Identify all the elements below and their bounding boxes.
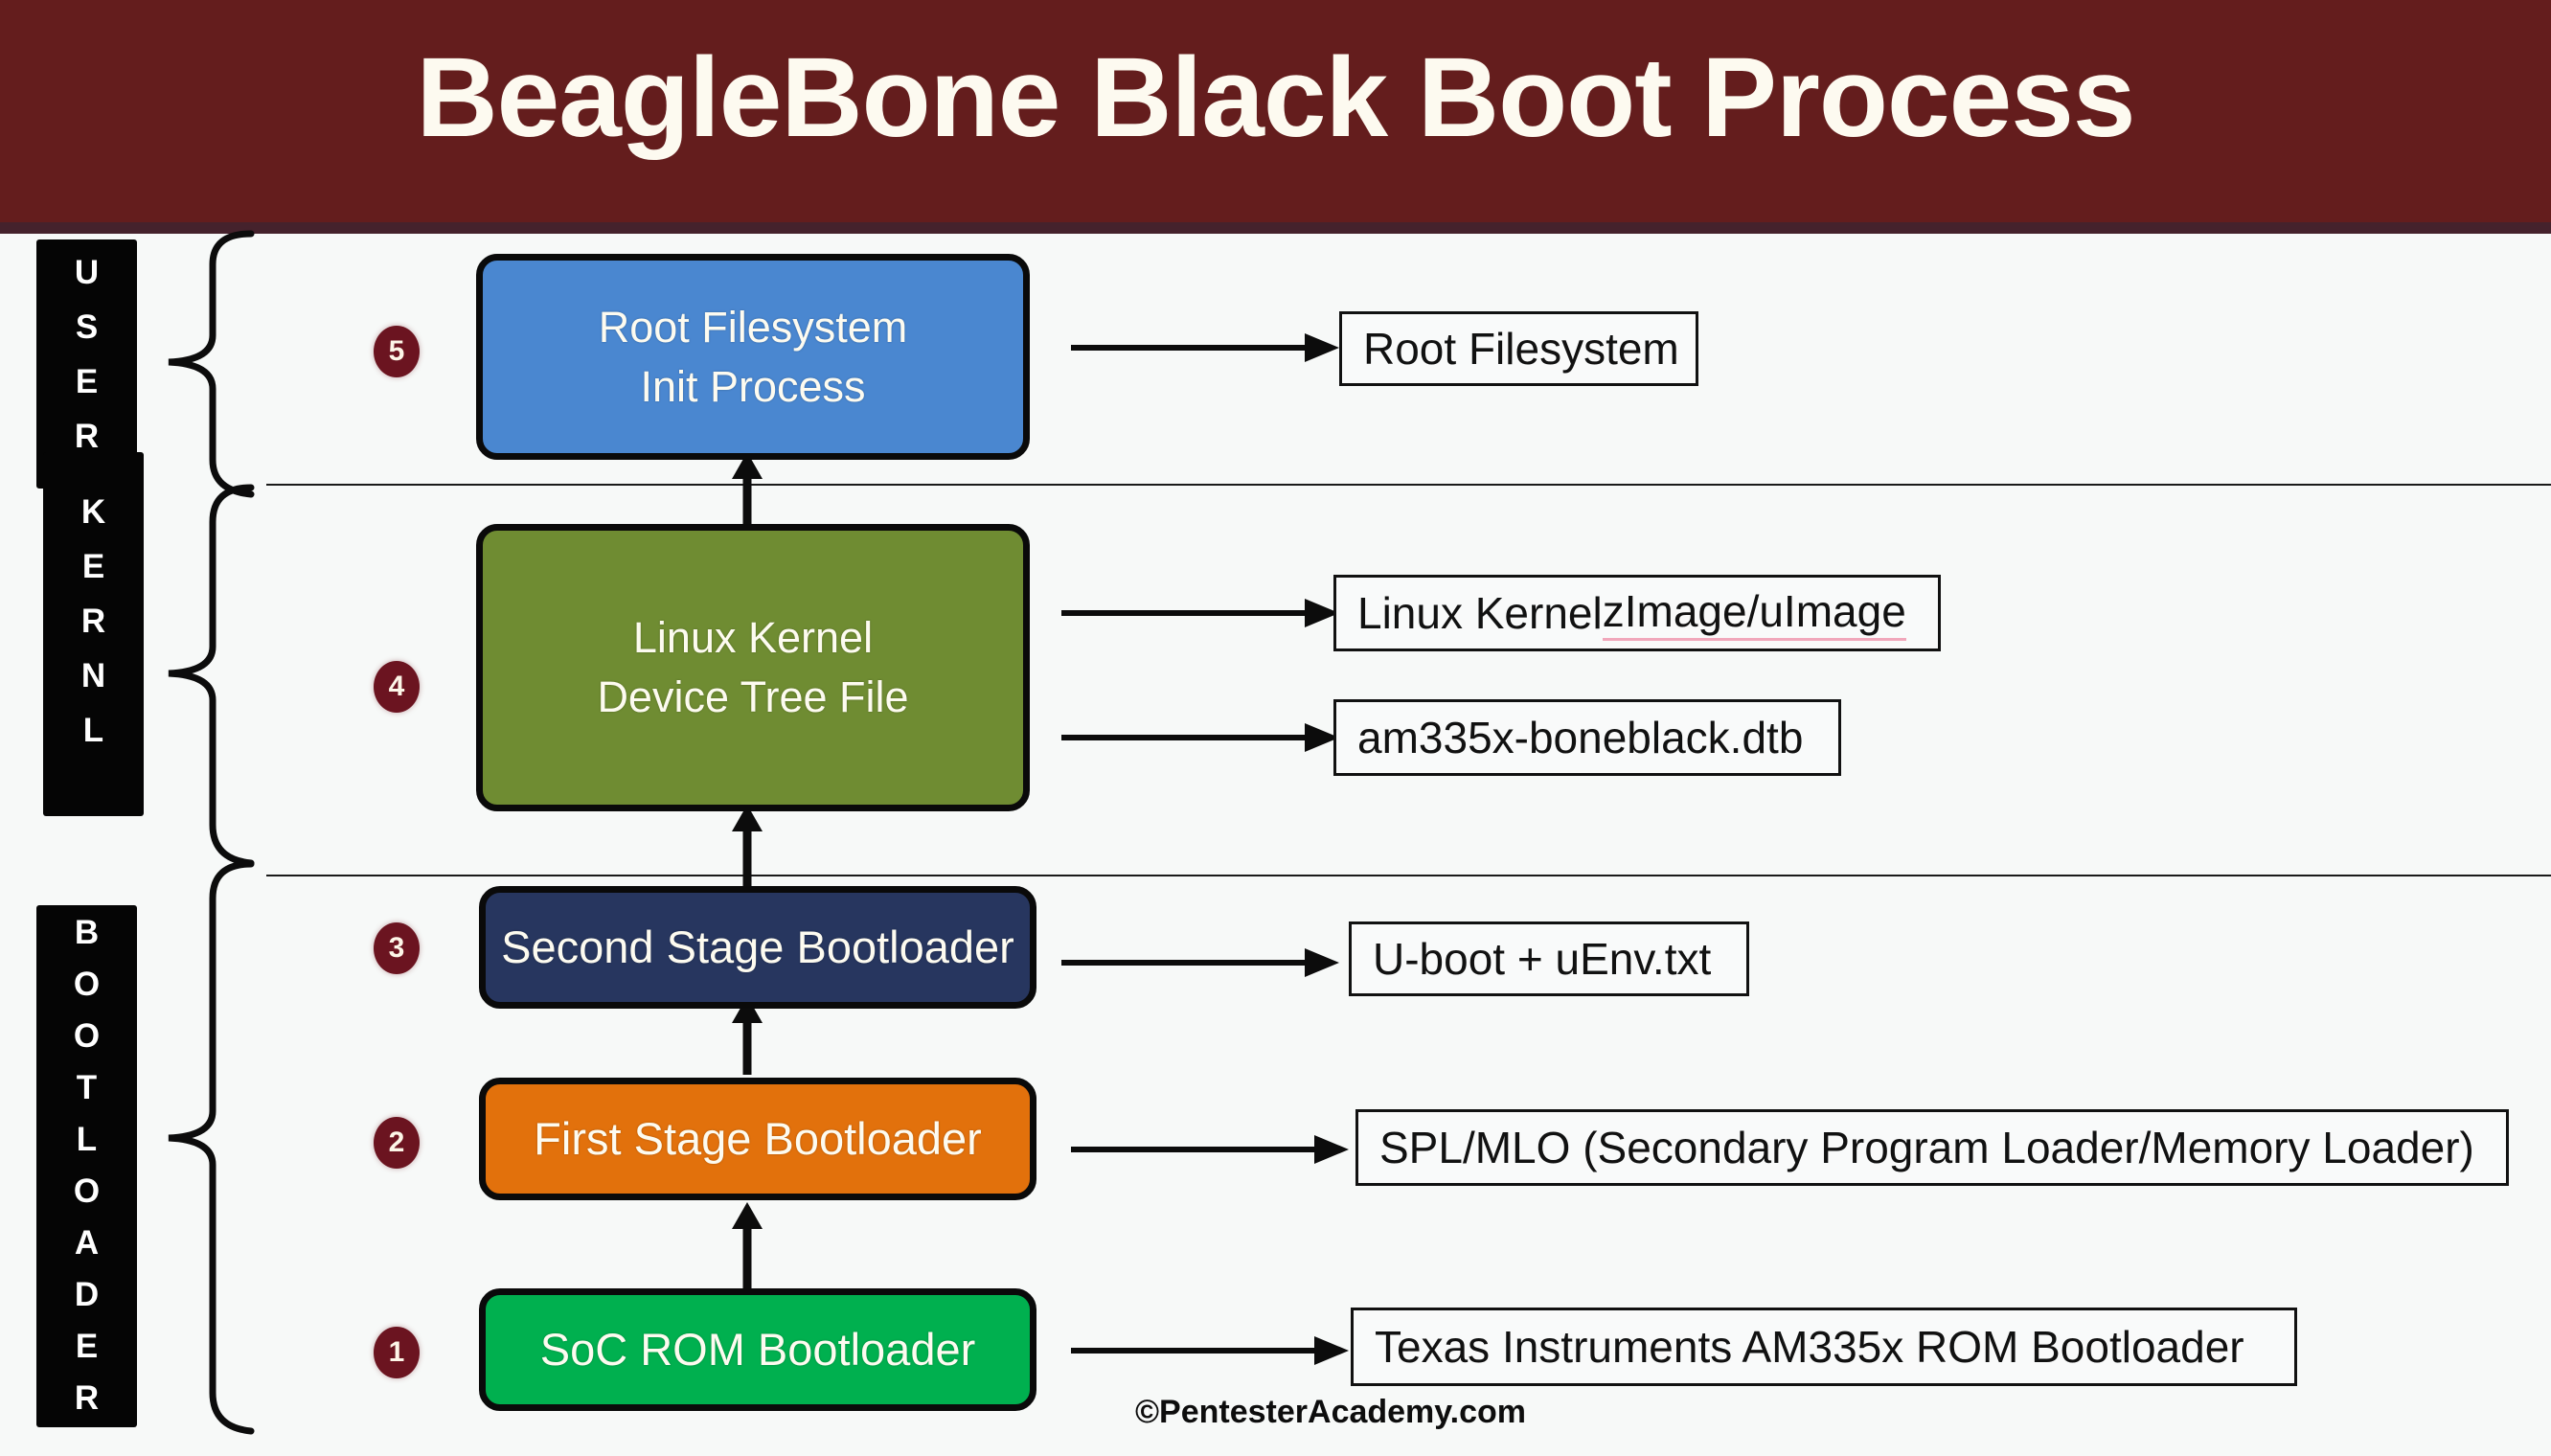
phase-letter: D xyxy=(74,1276,100,1313)
phase-letter: O xyxy=(73,966,101,1003)
output-box-root-filesystem: Root Filesystem xyxy=(1339,311,1698,386)
step-badge-3: 3 xyxy=(374,922,420,974)
phase-letter: L xyxy=(82,712,104,749)
output-box-uboot: U-boot + uEnv.txt xyxy=(1349,921,1749,996)
process-box-soc-rom-bootloader[interactable]: SoC ROM Bootloader xyxy=(479,1288,1036,1411)
process-box-first-stage-bootloader[interactable]: First Stage Bootloader xyxy=(479,1078,1036,1200)
output-box-spl-mlo: SPL/MLO (Secondary Program Loader/Memory… xyxy=(1355,1109,2509,1186)
phase-letter: S xyxy=(75,308,99,346)
output-arrow-uboot xyxy=(1061,948,1339,977)
phase-letter: K xyxy=(80,493,106,531)
copyright-footer: ©PentesterAcademy.com xyxy=(1135,1394,1527,1430)
page-title: BeagleBone Black Boot Process xyxy=(416,34,2135,161)
process-box-line: First Stage Bootloader xyxy=(534,1113,982,1164)
brace-bootloader xyxy=(168,860,255,1435)
flow-arrow-1-to-2 xyxy=(732,1202,763,1288)
process-box-root-filesystem[interactable]: Root Filesystem Init Process xyxy=(476,254,1030,460)
phase-letter: E xyxy=(75,1328,99,1365)
phase-letter: O xyxy=(73,1017,101,1055)
process-box-line: Root Filesystem xyxy=(598,302,908,352)
step-badge-1: 1 xyxy=(374,1327,420,1378)
step-badge-2: 2 xyxy=(374,1117,420,1169)
output-text-plain: Linux Kernel xyxy=(1357,588,1603,638)
phase-letter: B xyxy=(74,914,100,951)
step-badge-5: 5 xyxy=(374,326,420,377)
process-box-line: SoC ROM Bootloader xyxy=(539,1324,976,1375)
output-arrow-spl xyxy=(1071,1135,1349,1164)
phase-letter: R xyxy=(74,418,100,455)
divider-user-kernel xyxy=(266,484,2551,486)
brace-kernel xyxy=(168,484,255,867)
process-box-second-stage-bootloader[interactable]: Second Stage Bootloader xyxy=(479,886,1036,1009)
output-box-kernel-image: Linux Kernel zImage/uImage xyxy=(1333,575,1941,651)
output-box-ti-rom-bootloader: Texas Instruments AM335x ROM Bootloader xyxy=(1351,1308,2297,1386)
phase-letter: T xyxy=(76,1069,98,1106)
title-banner xyxy=(0,0,2551,222)
phase-letter: E xyxy=(81,548,105,585)
phase-letter: A xyxy=(74,1224,100,1262)
phase-label-user: U S E R xyxy=(36,239,137,489)
phase-letter: R xyxy=(74,1379,100,1417)
output-arrow-rootfs xyxy=(1071,333,1339,362)
flow-arrow-2-to-3 xyxy=(732,996,763,1075)
output-arrow-zimage xyxy=(1061,599,1339,627)
output-arrow-dtb xyxy=(1061,723,1339,752)
divider-kernel-bootloader xyxy=(266,875,2551,876)
phase-label-kernel: K E R N L xyxy=(43,452,144,816)
output-box-dtb: am335x-boneblack.dtb xyxy=(1333,699,1841,776)
process-box-line: Linux Kernel xyxy=(632,613,874,662)
output-text-spellchecked: zImage/uImage xyxy=(1602,585,1906,641)
process-box-line: Init Process xyxy=(640,361,866,411)
phase-label-bootloader: B O O T L O A D E R xyxy=(36,905,137,1427)
process-box-line: Device Tree File xyxy=(597,672,909,721)
phase-letter: L xyxy=(76,1121,98,1158)
brace-user xyxy=(168,230,255,498)
phase-letter: R xyxy=(80,603,106,640)
process-box-linux-kernel[interactable]: Linux Kernel Device Tree File xyxy=(476,524,1030,811)
process-box-line: Second Stage Bootloader xyxy=(501,921,1014,972)
step-badge-4: 4 xyxy=(374,661,420,713)
phase-letter: E xyxy=(75,363,99,400)
phase-letter: O xyxy=(73,1172,101,1210)
phase-letter: N xyxy=(80,657,106,694)
phase-letter: U xyxy=(74,254,100,291)
output-arrow-ti-rom xyxy=(1071,1336,1349,1365)
title-banner-underline xyxy=(0,222,2551,234)
